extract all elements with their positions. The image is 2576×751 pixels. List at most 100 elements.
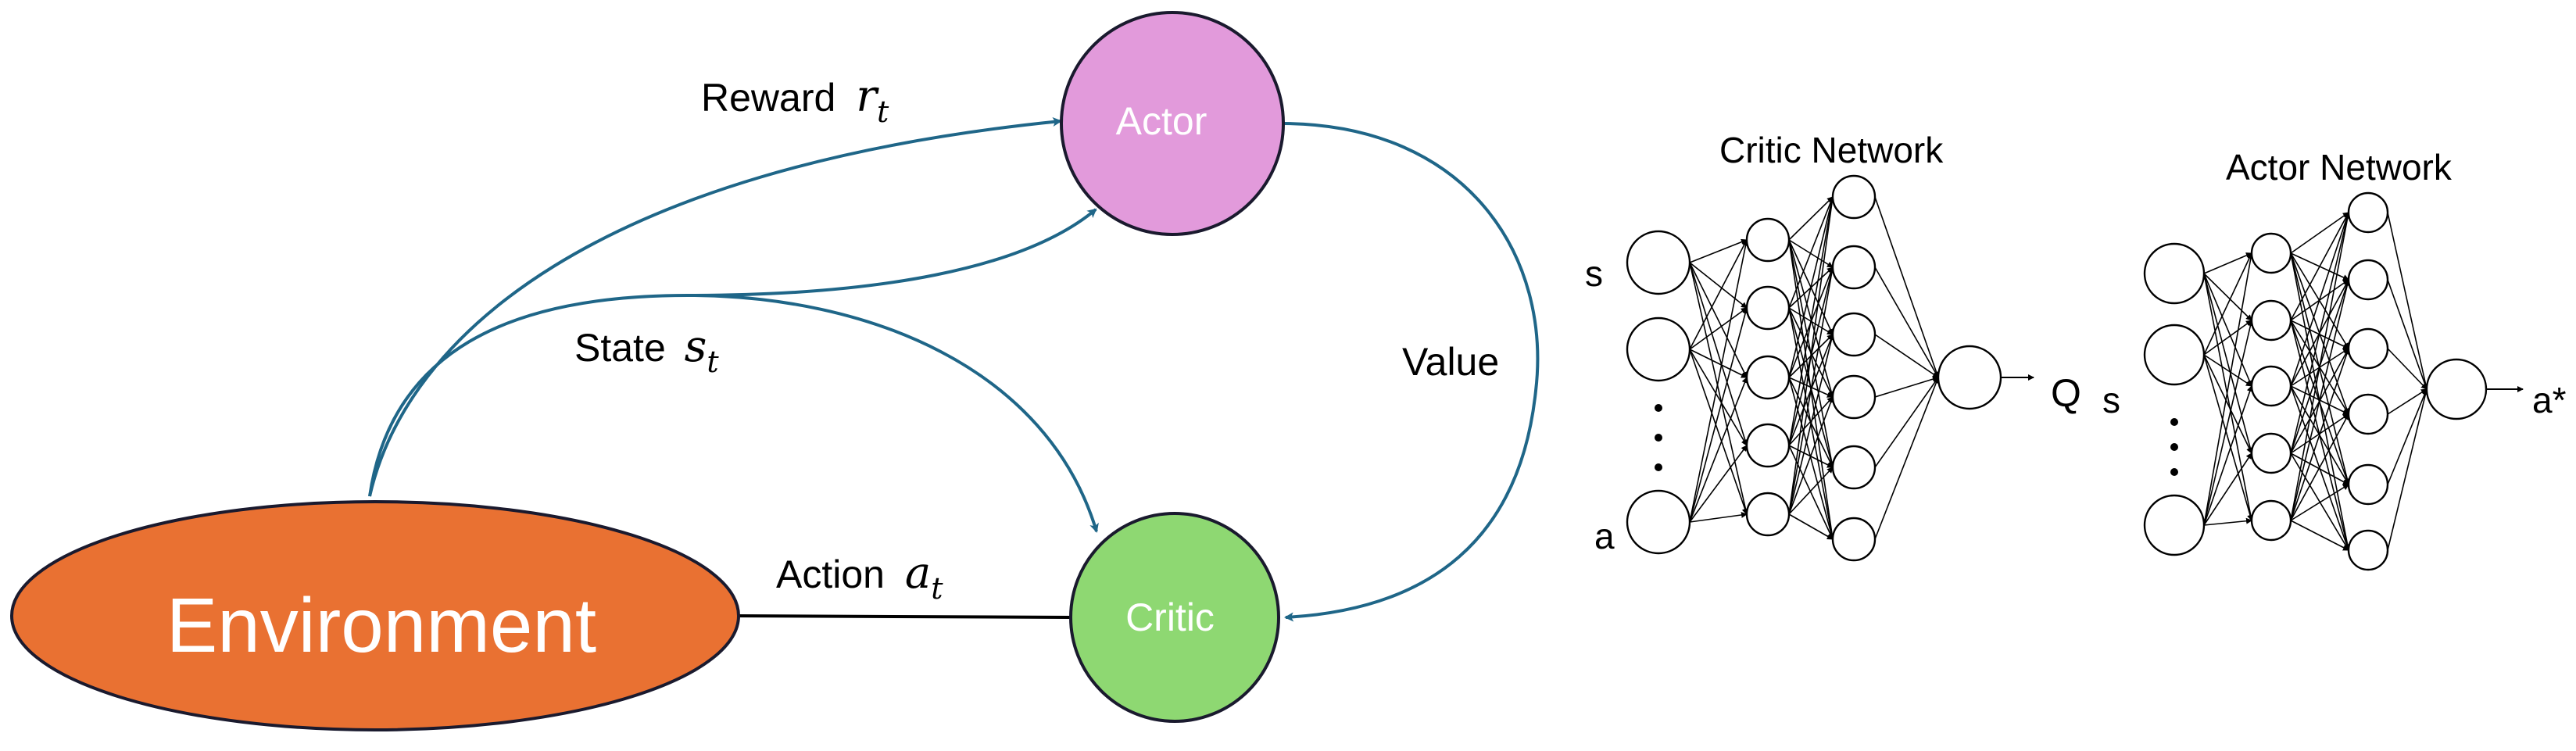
critic-edge xyxy=(1874,377,1940,540)
value-arrow xyxy=(1283,122,1540,622)
critic-neuron xyxy=(1831,517,1877,562)
critic-edge xyxy=(1689,349,1748,446)
actor-edge xyxy=(2203,252,2254,526)
actor-edge xyxy=(2203,385,2253,526)
critic-edge xyxy=(1788,266,1835,515)
actor-ellipsis-dot xyxy=(2170,418,2178,426)
critic-edge xyxy=(1788,334,1835,515)
actor-edge xyxy=(2203,452,2252,526)
actor-edge xyxy=(2203,273,2254,454)
critic-label: Critic xyxy=(1125,595,1215,639)
actor-edge xyxy=(2203,354,2252,454)
critic-neuron xyxy=(1831,245,1877,290)
critic-edge xyxy=(1874,196,1940,378)
actor-output-label: a* xyxy=(2532,380,2567,420)
critic-edge xyxy=(1788,396,1834,515)
actor-neuron xyxy=(2143,242,2206,305)
actor-edge xyxy=(2290,484,2349,521)
actor-neuron xyxy=(2347,463,2389,506)
critic-neuron xyxy=(1745,285,1791,331)
actor-network-title: Actor Network xyxy=(2226,147,2453,188)
actor-edge xyxy=(2290,212,2349,321)
critic-edge xyxy=(1788,513,1834,540)
critic-network-edges xyxy=(1689,196,1940,540)
critic-edge xyxy=(1689,377,1748,523)
actor-edge xyxy=(2203,252,2252,274)
environment-label: Environment xyxy=(166,582,596,668)
state-label: State st xyxy=(574,321,719,379)
actor-edge xyxy=(2290,452,2349,485)
critic-edge xyxy=(1788,196,1835,446)
critic-neuron xyxy=(1745,355,1791,400)
critic-edge xyxy=(1689,239,1749,523)
critic-ellipsis-dot xyxy=(1655,404,1662,412)
critic-neuron xyxy=(1745,492,1791,537)
critic-edge xyxy=(1788,196,1835,378)
critic-neuron xyxy=(1831,312,1877,357)
actor-neuron xyxy=(2143,494,2206,556)
critic-edge xyxy=(1874,377,1939,468)
state-subscript: t xyxy=(707,345,719,379)
actor-edge xyxy=(2290,212,2351,521)
critic-edge xyxy=(1788,196,1834,241)
actor-edge xyxy=(2203,320,2254,526)
actor-network-nodes xyxy=(2143,191,2524,571)
actor-neuron xyxy=(2250,365,2292,407)
actor-edge xyxy=(2203,320,2252,356)
reward-label: Reward rt xyxy=(701,71,889,129)
critic-edge xyxy=(1689,262,1748,446)
action-arrow xyxy=(727,610,1072,622)
action-label: Action at xyxy=(776,548,943,606)
actor-network: Actor Network s a* xyxy=(2102,147,2567,571)
critic-neuron xyxy=(1745,423,1791,468)
actor-neuron xyxy=(2347,529,2389,571)
critic-edge xyxy=(1788,467,1834,515)
state-arrow-to-critic xyxy=(687,294,1099,533)
actor-edge xyxy=(2290,520,2349,551)
actor-neuron xyxy=(2347,327,2389,370)
actor-neuron xyxy=(2347,259,2389,301)
critic-edge xyxy=(1689,307,1748,350)
critic-neuron xyxy=(1831,374,1877,420)
reward-subscript: t xyxy=(877,95,889,129)
actor-neuron xyxy=(2250,232,2292,274)
actor-edge xyxy=(2387,212,2429,390)
reward-arrow xyxy=(368,117,1062,497)
critic-node xyxy=(1069,512,1280,723)
reward-word: Reward xyxy=(701,76,835,120)
critic-network: Critic Network s a Q xyxy=(1585,130,2081,562)
environment-node xyxy=(10,500,740,731)
actor-edge xyxy=(2203,273,2254,521)
critic-ellipsis-dot xyxy=(1655,434,1662,442)
critic-edge xyxy=(1689,445,1748,523)
critic-neuron xyxy=(1626,489,1691,555)
actor-edge xyxy=(2387,388,2428,415)
actor-edge xyxy=(2387,388,2429,551)
critic-edge xyxy=(1689,511,1748,523)
actor-edge xyxy=(2290,212,2349,254)
actor-network-edges xyxy=(2203,212,2429,551)
critic-edge xyxy=(1689,349,1748,515)
actor-node xyxy=(1060,11,1285,236)
critic-edge xyxy=(1874,266,1939,378)
value-label: Value xyxy=(1402,340,1499,384)
critic-edge xyxy=(1689,238,1748,263)
critic-neuron xyxy=(1745,217,1791,263)
actor-edge xyxy=(2387,279,2428,390)
actor-edge xyxy=(2203,273,2252,321)
actor-edge xyxy=(2290,348,2350,521)
actor-neuron xyxy=(2250,432,2292,474)
state-arrow-to-actor xyxy=(368,208,1097,497)
actor-edge xyxy=(2203,354,2252,387)
critic-network-title: Critic Network xyxy=(1719,130,1944,170)
actor-edge xyxy=(2290,212,2351,454)
critic-neuron xyxy=(1831,174,1877,220)
critic-network-nodes xyxy=(1626,174,2034,562)
critic-neuron xyxy=(1937,345,2002,410)
critic-edge xyxy=(1788,396,1834,446)
critic-edge xyxy=(1874,334,1939,378)
action-word: Action xyxy=(776,553,885,596)
actor-edge xyxy=(2387,348,2428,390)
critic-neuron xyxy=(1626,316,1691,382)
